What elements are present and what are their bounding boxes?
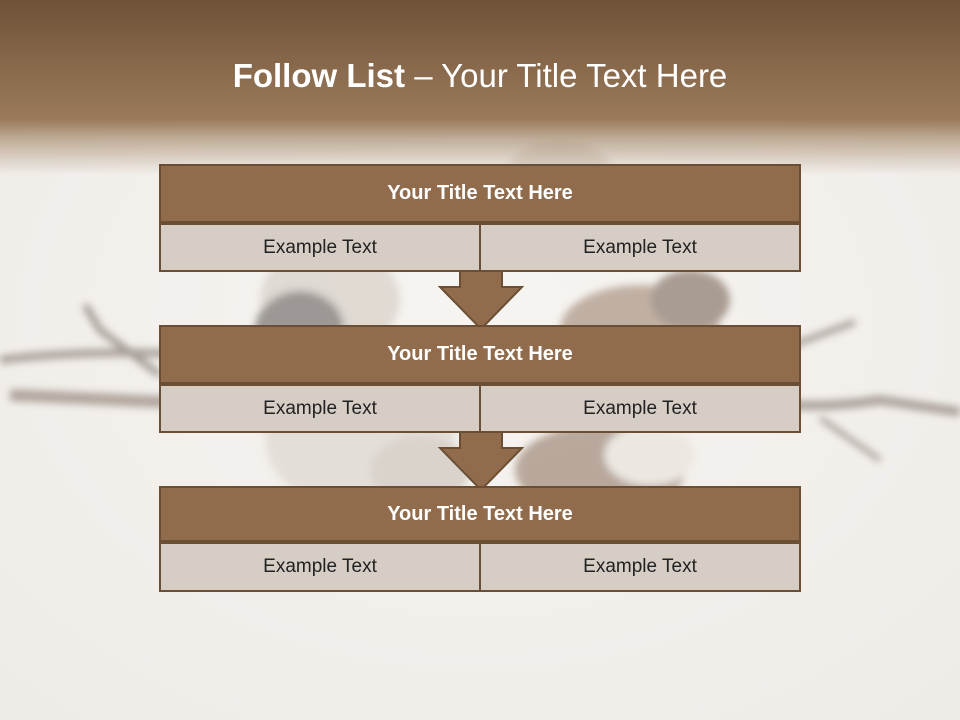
block-cell-right: Example Text [481, 223, 801, 272]
slide-title: Follow List – Your Title Text Here [0, 56, 960, 96]
block-row: Example Text Example Text [159, 223, 801, 272]
block-row: Example Text Example Text [159, 384, 801, 433]
block-title: Your Title Text Here [159, 486, 801, 542]
header-band [0, 0, 960, 175]
down-arrow-icon [438, 432, 524, 492]
block-cell-right: Example Text [481, 384, 801, 433]
down-arrow-icon [438, 271, 524, 331]
block-row: Example Text Example Text [159, 542, 801, 592]
block-cell-left: Example Text [159, 223, 481, 272]
slide-title-rest: – Your Title Text Here [405, 57, 728, 94]
block-title: Your Title Text Here [159, 164, 801, 223]
block-cell-right: Example Text [481, 542, 801, 592]
block-cell-left: Example Text [159, 384, 481, 433]
slide-title-bold: Follow List [232, 57, 406, 94]
block-title: Your Title Text Here [159, 325, 801, 384]
block-cell-left: Example Text [159, 542, 481, 592]
